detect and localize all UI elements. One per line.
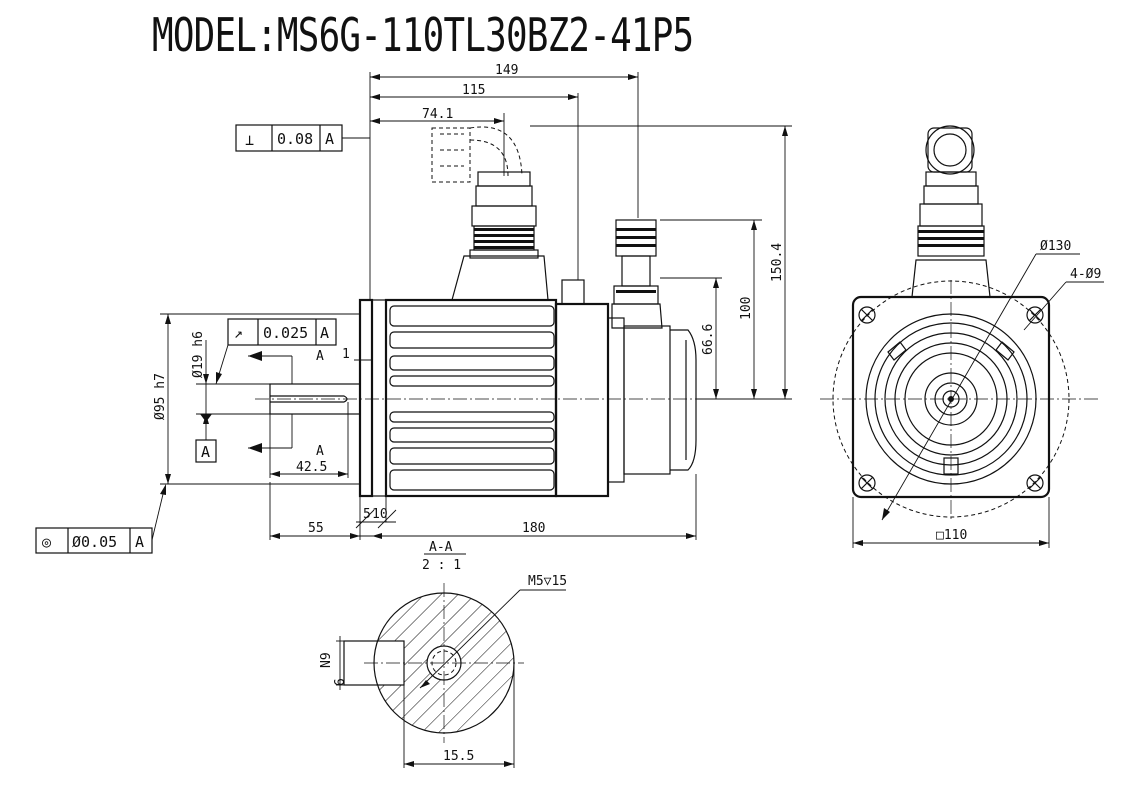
concentricity-frame: ◎ Ø0.05 A	[35, 484, 166, 554]
dim-100: 100	[739, 297, 754, 320]
perp-symbol: ⊥	[245, 131, 254, 149]
dim-5: 5	[363, 507, 371, 522]
perp-datum: A	[325, 130, 334, 148]
section-a-top: A	[316, 349, 324, 364]
runout-frame: ↗ 0.025 A	[215, 318, 337, 385]
dim-42-5: 42.5	[296, 460, 327, 475]
section-title: A-A	[429, 540, 453, 555]
dim-10: 10	[372, 507, 388, 522]
dim-74-1: 74.1	[422, 107, 453, 122]
dim-6: 6	[333, 678, 348, 686]
runout-datum: A	[320, 324, 329, 342]
dim-55: 55	[308, 521, 324, 536]
section-scale: 2 : 1	[422, 558, 461, 573]
perpendicularity-frame: ⊥ 0.08 A	[235, 124, 370, 152]
perp-value: 0.08	[277, 130, 313, 148]
dim-15-5: 15.5	[443, 749, 474, 764]
conc-datum: A	[135, 533, 144, 551]
section-view: A-A 2 : 1 M5▽15 N9 6 15	[319, 540, 567, 768]
dim-95: Ø95 h7	[153, 373, 168, 420]
runout-symbol: ↗	[234, 324, 243, 342]
side-view	[255, 126, 790, 498]
dim-19: Ø19 h6	[191, 331, 206, 378]
dim-n9: N9	[319, 652, 334, 668]
dim-150-4: 150.4	[770, 243, 785, 282]
datum-label: A	[201, 443, 210, 461]
dim-115: 115	[462, 83, 485, 98]
runout-value: 0.025	[263, 324, 308, 342]
dim-180: 180	[522, 521, 545, 536]
dim-m5: M5▽15	[528, 574, 567, 589]
conc-symbol: ◎	[42, 533, 51, 551]
side-dimensions: 149 115 74.1 150.4 100 66.6 42.5 1	[153, 63, 792, 540]
front-view: Ø130 4-Ø9 □110	[820, 125, 1104, 548]
dim-66-6: 66.6	[701, 324, 716, 355]
conc-value: Ø0.05	[72, 533, 117, 551]
model-title: MODEL:MS6G-110TL30BZ2-41P5	[152, 8, 694, 62]
dim-holes: 4-Ø9	[1070, 267, 1101, 282]
dim-130: Ø130	[1040, 239, 1071, 254]
dim-110: □110	[936, 528, 967, 543]
dim-1: 1	[342, 347, 350, 362]
dim-149: 149	[495, 63, 518, 78]
section-a-bottom: A	[316, 444, 324, 459]
datum-a: A	[195, 414, 217, 463]
